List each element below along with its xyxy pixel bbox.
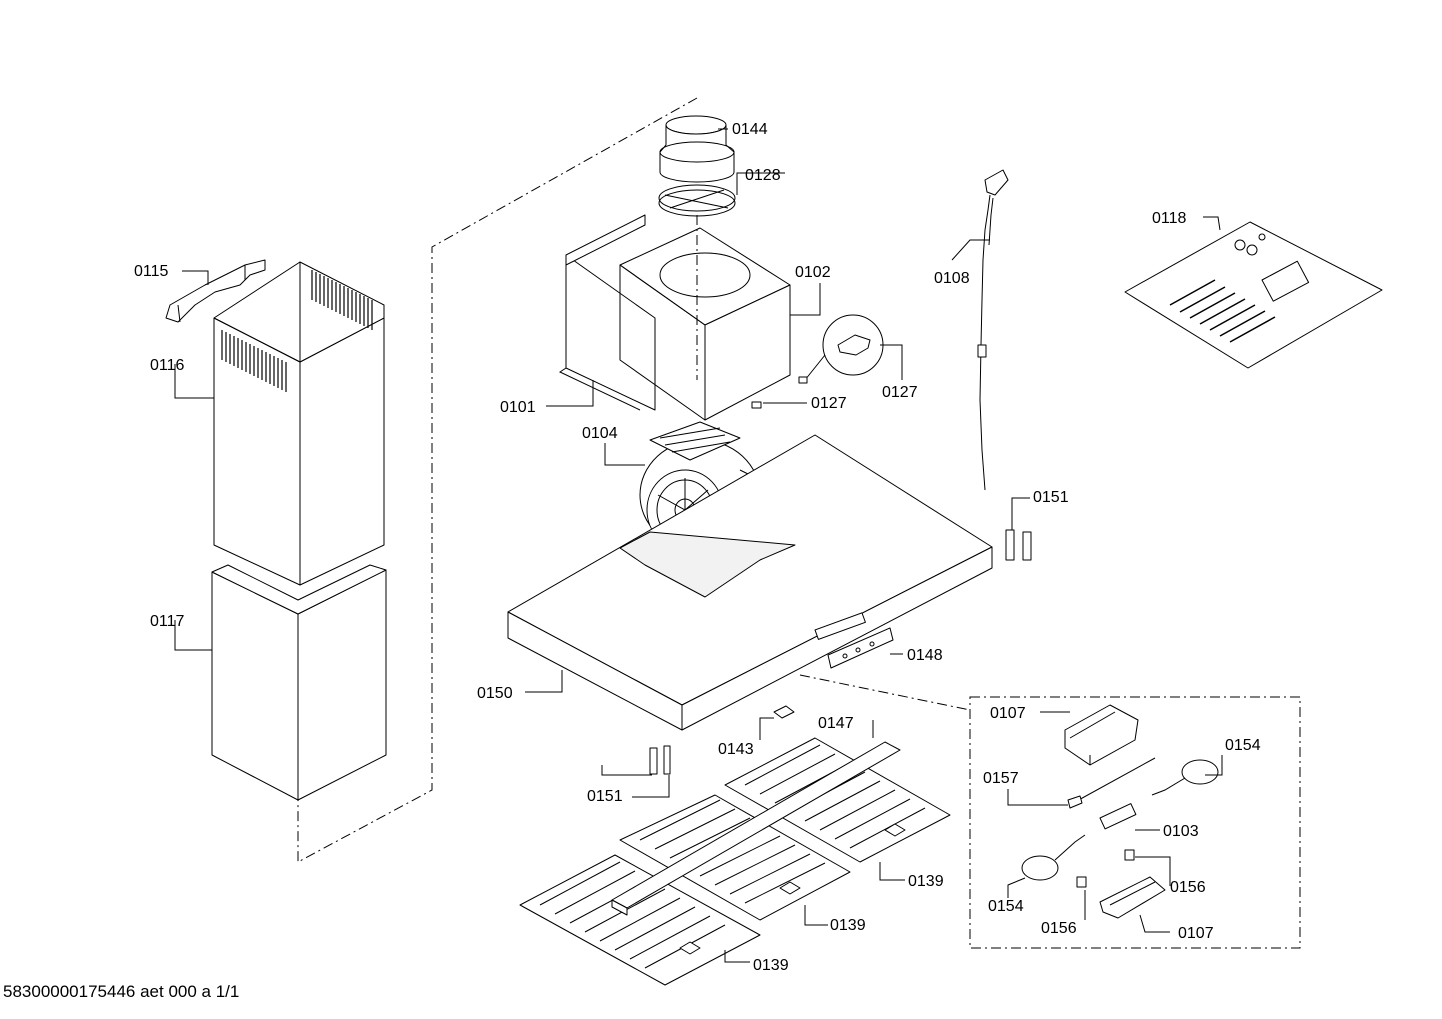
part-0151-clips-right[interactable] (1005, 529, 1032, 561)
label-0147: 0147 (818, 715, 854, 732)
part-0157-cable[interactable] (1067, 757, 1156, 809)
label-0102: 0102 (795, 264, 831, 281)
part-0139-grease-filters[interactable] (519, 737, 951, 986)
part-0107-cover-top[interactable] (1064, 704, 1139, 766)
label-0108: 0108 (934, 270, 970, 287)
label-0139-a: 0139 (908, 873, 944, 890)
part-0156-clip-left[interactable] (1076, 876, 1087, 888)
label-0139-c: 0139 (753, 957, 789, 974)
label-0101: 0101 (500, 399, 536, 416)
label-0151-right: 0151 (1033, 489, 1069, 506)
part-labels: 0115 0116 0117 0101 0144 0128 0102 0127 … (134, 121, 1261, 974)
label-0127-right: 0127 (882, 384, 918, 401)
label-0118: 0118 (1152, 210, 1187, 227)
part-0101-housing-panel[interactable] (558, 214, 656, 411)
part-0116-upper-chimney[interactable] (213, 261, 385, 586)
label-0117: 0117 (150, 613, 185, 630)
label-0144: 0144 (732, 121, 768, 138)
part-0143-tab[interactable] (773, 705, 795, 719)
label-0115: 0115 (134, 263, 169, 280)
part-0102-housing-box[interactable] (619, 215, 791, 421)
leader-lines (174, 128, 1223, 963)
part-0118-accessory-bag[interactable] (1124, 221, 1383, 369)
label-0148: 0148 (907, 647, 943, 664)
label-0103: 0103 (1163, 823, 1199, 840)
label-0128: 0128 (745, 167, 781, 184)
part-0103-connector[interactable] (1099, 803, 1137, 830)
part-0151-clips-left[interactable] (649, 745, 671, 775)
label-0156-left: 0156 (1041, 920, 1077, 937)
part-0154-lamp-left[interactable] (1021, 834, 1086, 881)
part-0147-filter-bar[interactable] (611, 741, 901, 916)
part-0150-canopy[interactable] (507, 434, 993, 731)
label-0104: 0104 (582, 425, 618, 442)
part-0128-flap-ring[interactable] (658, 184, 736, 217)
label-0116: 0116 (150, 357, 185, 374)
part-0117-lower-chimney[interactable] (211, 564, 387, 801)
part-0115-bracket[interactable] (165, 259, 266, 323)
label-0156-right: 0156 (1170, 879, 1206, 896)
part-0148-control-panel[interactable] (827, 627, 894, 669)
label-0154-left: 0154 (988, 898, 1024, 915)
label-0107-bottom: 0107 (1178, 925, 1214, 942)
label-0139-b: 0139 (830, 917, 866, 934)
assembly-guide-lines (297, 97, 1301, 949)
label-0154-right: 0154 (1225, 737, 1261, 754)
part-0107-cover-bottom[interactable] (1099, 876, 1166, 919)
part-0108-power-cord[interactable] (977, 169, 1009, 491)
label-0157: 0157 (983, 770, 1019, 787)
part-0154-lamp-right[interactable] (1151, 759, 1219, 796)
label-0143: 0143 (718, 741, 754, 758)
part-0156-clip-right[interactable] (1124, 849, 1135, 861)
label-0127-left: 0127 (811, 395, 847, 412)
part-0144-duct-connector[interactable] (659, 115, 735, 183)
label-0151-left: 0151 (587, 788, 623, 805)
label-0150: 0150 (477, 685, 513, 702)
document-code: 58300000175446 aet 000 a 1/1 (3, 982, 240, 1001)
label-0107-top: 0107 (990, 705, 1026, 722)
